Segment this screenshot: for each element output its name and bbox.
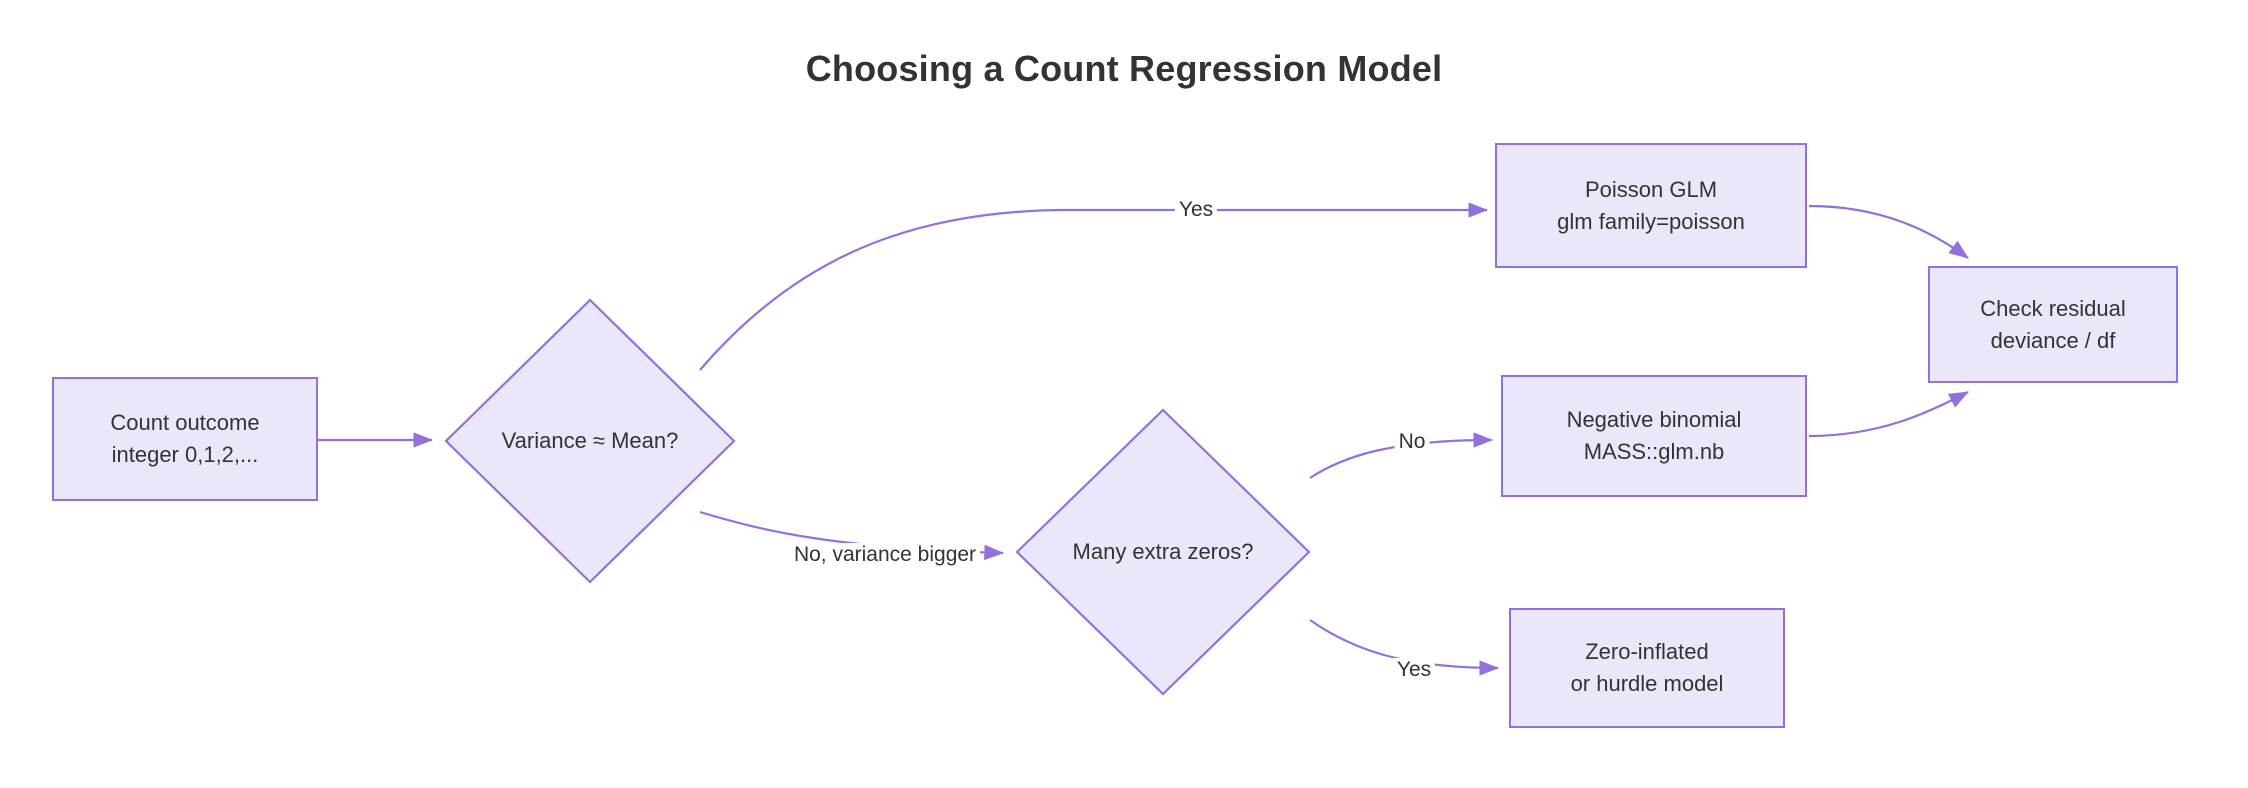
page-title: Choosing a Count Regression Model (805, 48, 1443, 89)
node-count-outcome[interactable]: Count outcome integer 0,1,2,... (52, 377, 318, 501)
node-negative-binomial[interactable]: Negative binomial MASS::glm.nb (1501, 375, 1807, 497)
node-check-residual[interactable]: Check residual deviance / df (1928, 266, 2178, 383)
edge-poisson-to-residual (1808, 204, 1969, 259)
edge-label-yes-poisson: Yes (1174, 198, 1218, 222)
node-negative-binomial-line-2: MASS::glm.nb (1583, 439, 1725, 464)
node-poisson-glm-line-2: glm family=poisson (1557, 208, 1745, 234)
node-zeros-check-label: Many extra zeros? (1072, 539, 1254, 564)
node-zeros-check[interactable]: Many extra zeros? (1015, 408, 1311, 696)
edge-negbin-to-residual (1808, 391, 1969, 438)
node-zero-inflated-line-2: or hurdle model (1570, 671, 1724, 696)
node-check-residual-line-2: deviance / df (1990, 327, 2116, 353)
edge-zeros-to-negbin (1309, 432, 1494, 479)
node-count-outcome-line-2: integer 0,1,2,... (111, 442, 259, 467)
edge-label-no-variance-bigger: No, variance bigger (789, 543, 981, 567)
node-check-residual-line-1: Check residual (1980, 295, 2126, 321)
node-poisson-glm[interactable]: Poisson GLM glm family=poisson (1495, 143, 1807, 268)
node-zero-inflated[interactable]: Zero-inflated or hurdle model (1509, 608, 1785, 728)
node-variance-check[interactable]: Variance ≈ Mean? (444, 298, 736, 584)
node-count-outcome-line-1: Count outcome (110, 410, 260, 436)
diamond-shape-variance (444, 298, 736, 584)
diamond-shape-zeros (1015, 408, 1311, 696)
node-negative-binomial-line-1: Negative binomial (1566, 407, 1742, 433)
node-variance-check-label: Variance ≈ Mean? (501, 428, 679, 453)
node-poisson-glm-line-1: Poisson GLM (1584, 176, 1718, 202)
edge-label-yes-zeroinflated: Yes (1392, 658, 1436, 682)
edge-label-no-negbin: No (1394, 430, 1430, 454)
node-zero-inflated-line-1: Zero-inflated (1585, 639, 1709, 665)
edge-variance-to-poisson (699, 202, 1489, 371)
edge-zeros-to-zeroinflated (1309, 619, 1500, 676)
